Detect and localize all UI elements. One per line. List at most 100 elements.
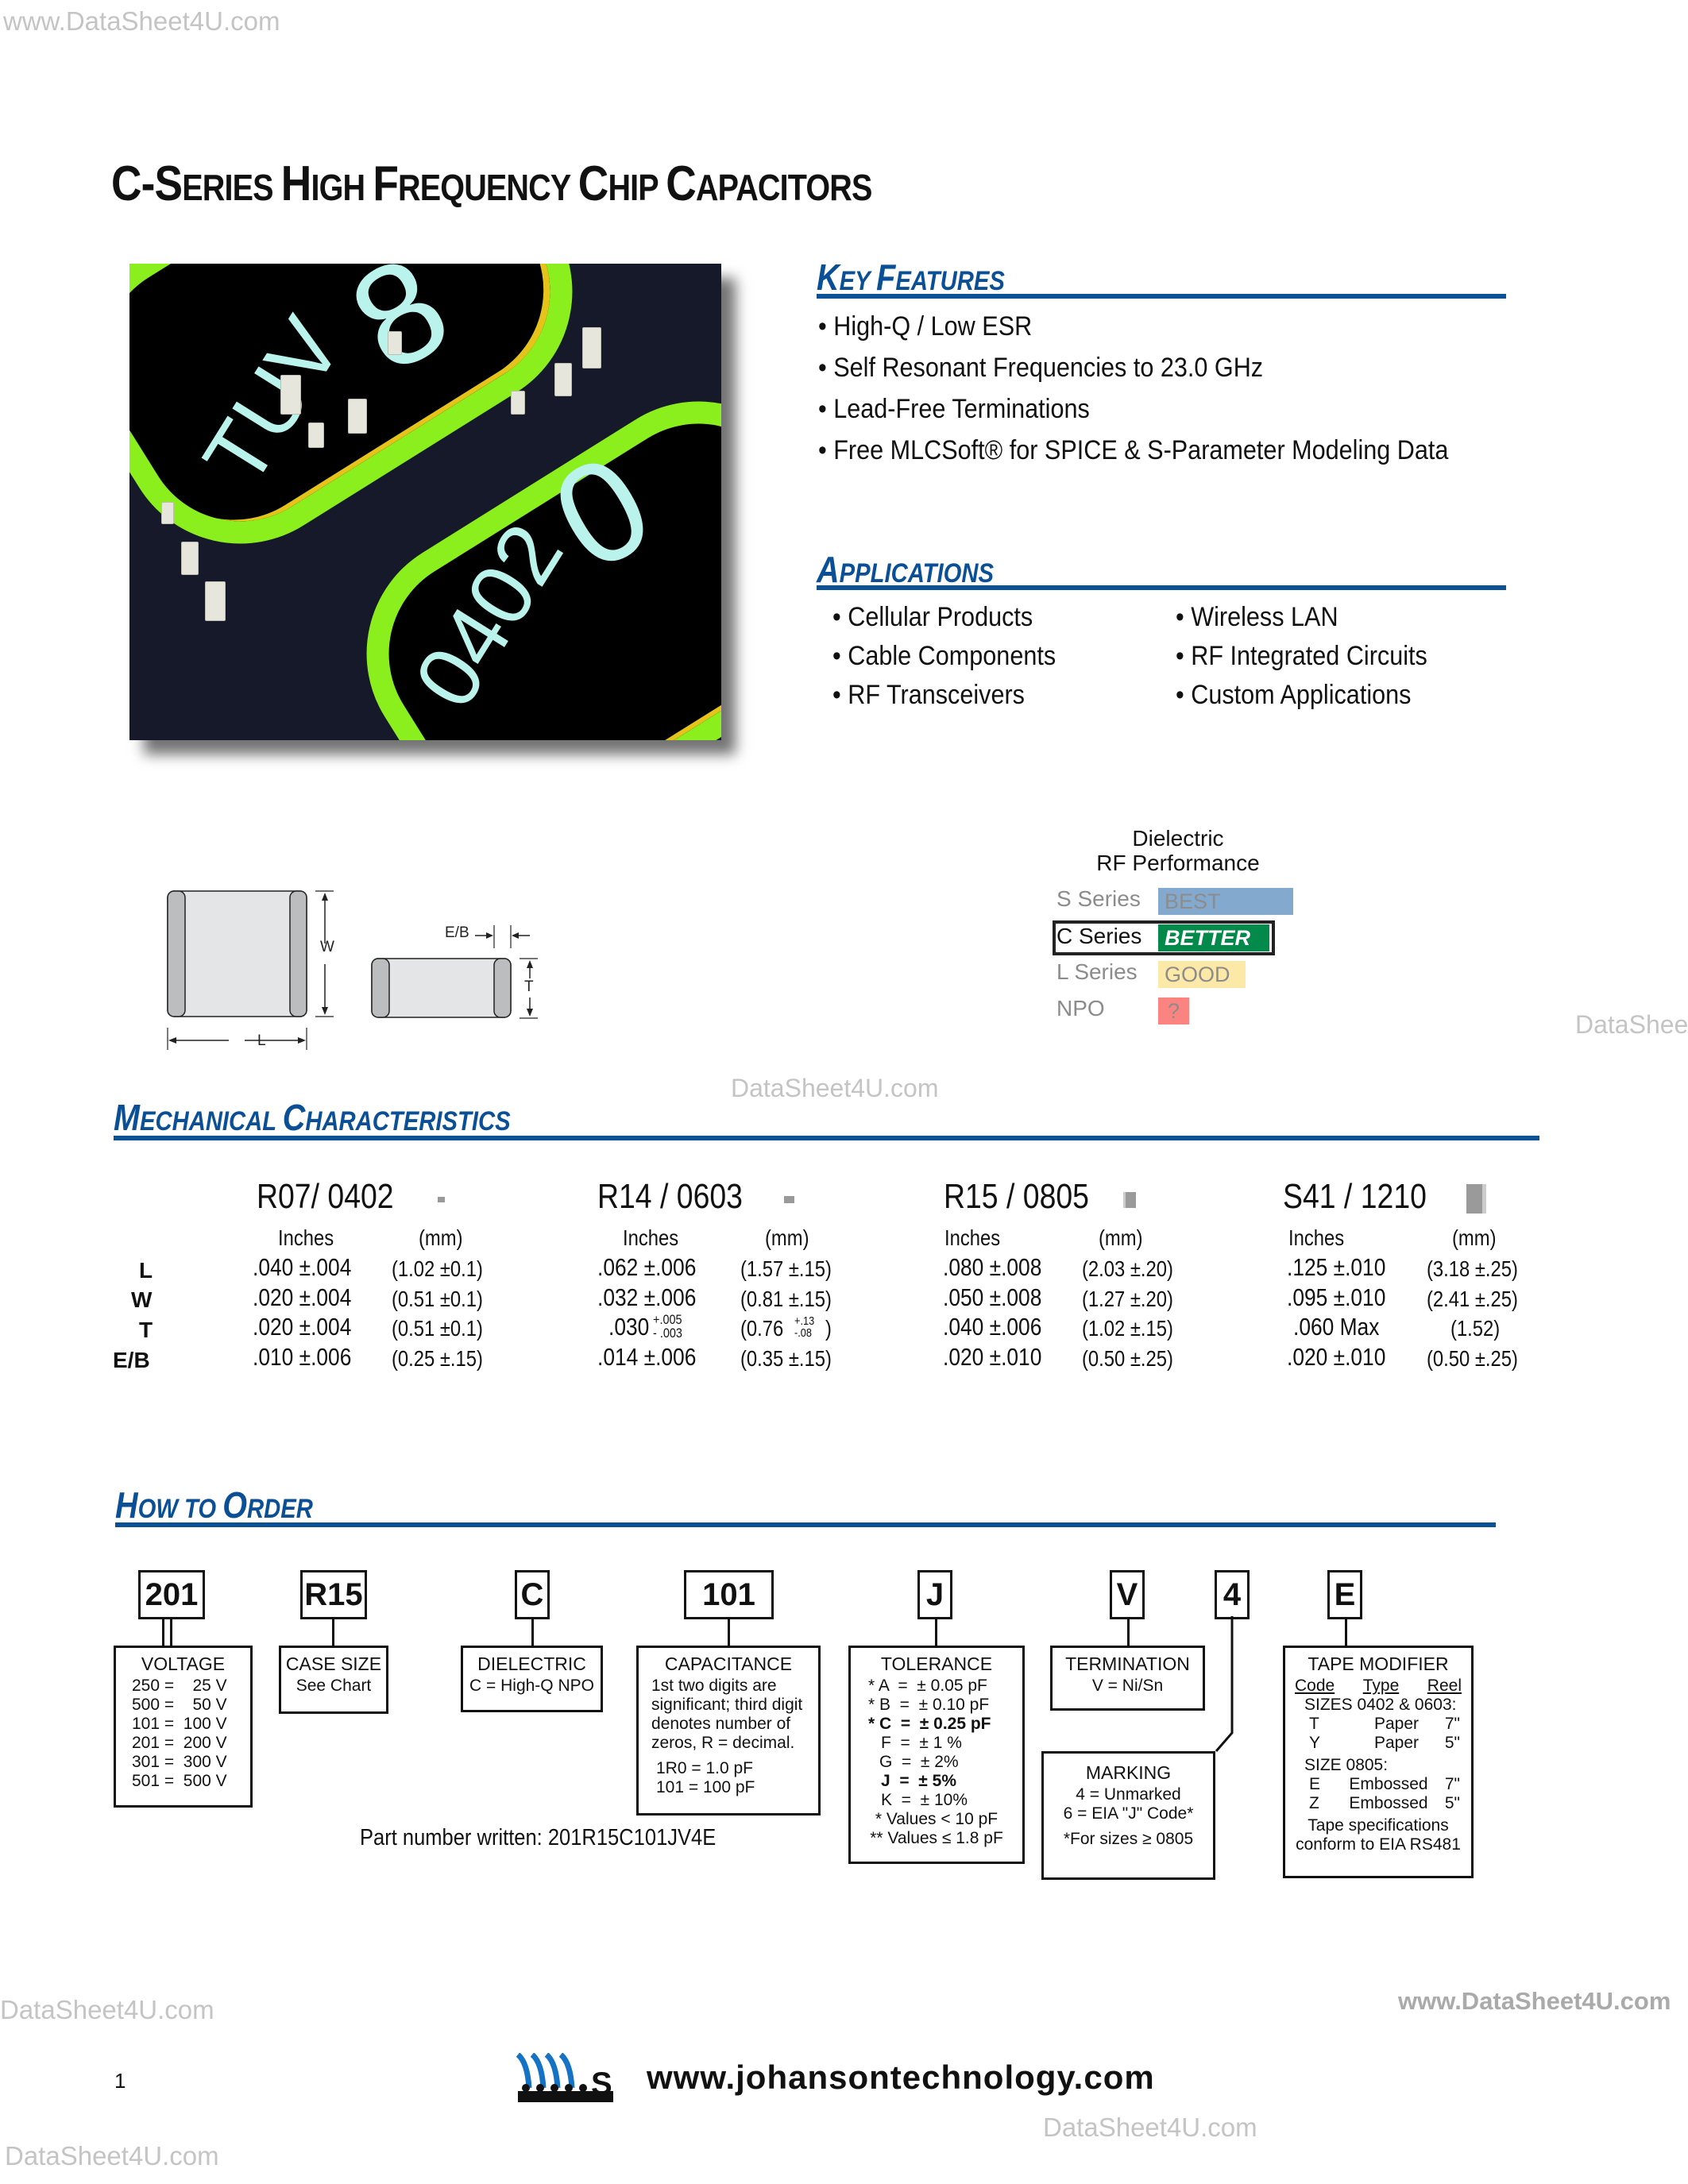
watermark-bottom-right: www.DataSheet4U.com (1398, 1987, 1671, 2015)
unit-mm: (mm) (765, 1225, 809, 1250)
case-size-title: CASE SIZE (285, 1653, 382, 1674)
unit-inches: Inches (278, 1225, 334, 1250)
unit-mm: (mm) (1099, 1225, 1143, 1250)
dim-value-mm: (0.81 ±.15) (740, 1287, 832, 1311)
dim-value: .014 ±.006 (597, 1343, 697, 1371)
dim-tol-plus: +.13 (794, 1314, 815, 1328)
dim-value: .040 ±.006 (943, 1313, 1042, 1341)
dim-value: .020 ±.010 (943, 1343, 1042, 1371)
how-to-order-heading: HOW TO ORDER (115, 1484, 313, 1526)
johanson-logo-icon: S (516, 2053, 613, 2102)
watermark-bottom-left: DataSheet4U.com (0, 1995, 214, 2024)
photo-chip (161, 502, 174, 524)
application-item: • Wireless LAN (1176, 602, 1338, 632)
tolerance-line: J = ± 5% (881, 1772, 956, 1790)
voltage-line: 250 = 25 V (132, 1677, 227, 1695)
marking-box: MARKING 4 = Unmarked 6 = EIA "J" Code* *… (1041, 1751, 1215, 1880)
tolerance-line: * C = ± 0.25 pF (868, 1715, 991, 1733)
capacitance-example: 1R0 = 1.0 pF (656, 1759, 753, 1777)
code-case-size: R15 (300, 1570, 367, 1619)
photo-chip (511, 391, 525, 415)
dielectric-title: DIELECTRIC (477, 1653, 586, 1674)
tape-reel: 5" (1444, 1794, 1460, 1812)
application-item: • RF Transceivers (832, 680, 1025, 710)
tolerance-title: TOLERANCE (880, 1653, 993, 1674)
capacitance-example: 101 = 100 pF (656, 1778, 755, 1796)
case-size-0402-heading: R07/ 0402 (257, 1177, 394, 1216)
dim-value: .062 ±.006 (597, 1253, 697, 1281)
dim-value-mm: (1.52) (1450, 1316, 1501, 1341)
marking-connector-line (1215, 1616, 1234, 1752)
photo-chip (388, 331, 402, 355)
c-series-highlight (1053, 920, 1275, 955)
dim-value-mm: (1.02 ±0.1) (392, 1256, 483, 1281)
tape-code: Y (1309, 1734, 1321, 1752)
connector-line (170, 1618, 172, 1646)
dim-value: .010 ±.006 (253, 1343, 352, 1371)
tolerance-box: TOLERANCE * A = ± 0.05 pF * B = ± 0.10 p… (848, 1646, 1025, 1864)
capacitance-line: 1st two digits are (651, 1677, 777, 1695)
diagram-label-eb: E/B (445, 924, 469, 941)
marking-line: 6 = EIA "J" Code* (1063, 1804, 1194, 1823)
dim-value: .032 ±.006 (597, 1283, 697, 1311)
photo-chip (280, 375, 301, 415)
tape-type: Embossed (1349, 1775, 1428, 1793)
marking-line: 4 = Unmarked (1076, 1785, 1181, 1804)
row-label-w: W (131, 1287, 153, 1312)
watermark-mid-center: DataSheet4U.com (731, 1074, 939, 1102)
series-label-npo: NPO (1056, 996, 1105, 1021)
tape-code: T (1309, 1715, 1319, 1733)
connector-line (935, 1618, 937, 1646)
tape-code: Z (1309, 1794, 1319, 1812)
company-website-link[interactable]: www.johansontechnology.com (647, 2059, 1155, 2096)
feature-item: • Self Resonant Frequencies to 23.0 GHz (818, 353, 1264, 383)
dim-value-mm: (0.50 ±.25) (1427, 1346, 1518, 1371)
dim-close: ) (825, 1316, 832, 1341)
tape-type: Paper (1373, 1734, 1420, 1752)
dim-value: .030 (608, 1313, 650, 1341)
tape-reel: 7" (1444, 1775, 1460, 1793)
code-dielectric: C (515, 1570, 550, 1619)
chip-size-icon (784, 1196, 794, 1203)
tape-modifier-box: TAPE MODIFIER Code Type Reel SIZES 0402 … (1283, 1646, 1474, 1878)
code-voltage: 201 (138, 1570, 205, 1619)
dim-tol-minus: - .003 (653, 1325, 682, 1341)
dim-tol-minus: -.08 (794, 1326, 812, 1340)
diagram-label-w: W (320, 939, 334, 955)
dielectric-text: C = High-Q NPO (469, 1677, 594, 1695)
connector-line (332, 1618, 334, 1646)
code-termination: V (1110, 1570, 1145, 1619)
dim-value: .095 ±.010 (1287, 1283, 1386, 1311)
tape-group-label: SIZES 0402 & 0603: (1304, 1696, 1457, 1714)
termination-title: TERMINATION (1065, 1653, 1190, 1674)
tolerance-line: K = ± 10% (881, 1791, 968, 1809)
connector-line (531, 1618, 534, 1646)
code-capacitance: 101 (684, 1570, 774, 1619)
dim-value-mm: (1.27 ±.20) (1082, 1287, 1173, 1311)
marking-note: *For sizes ≥ 0805 (1063, 1830, 1194, 1848)
case-size-0603-heading: R14 / 0603 (597, 1177, 743, 1216)
unit-inches: Inches (944, 1225, 1001, 1250)
dim-value: .125 ±.010 (1287, 1253, 1386, 1281)
application-item: • Cable Components (832, 641, 1056, 671)
application-item: • Custom Applications (1176, 680, 1412, 710)
marking-title: MARKING (1085, 1762, 1172, 1783)
case-size-1210-heading: S41 / 1210 (1283, 1177, 1427, 1216)
capacitance-title: CAPACITANCE (664, 1653, 793, 1674)
unit-mm: (mm) (1452, 1225, 1497, 1250)
tape-note: conform to EIA RS481 (1296, 1835, 1461, 1854)
application-item: • RF Integrated Circuits (1176, 641, 1427, 671)
application-item: • Cellular Products (832, 602, 1033, 632)
col-header-type: Type (1362, 1677, 1400, 1695)
unit-mm: (mm) (419, 1225, 463, 1250)
tolerance-line: * A = ± 0.05 pF (868, 1677, 987, 1695)
tape-note: Tape specifications (1308, 1816, 1449, 1835)
capacitance-line: significant; third digit (651, 1696, 803, 1714)
watermark-top-left: www.DataSheet4U.com (3, 6, 280, 36)
series-label-l: L Series (1056, 959, 1138, 984)
chip-size-icon (1466, 1184, 1486, 1214)
capacitance-box: CAPACITANCE 1st two digits are significa… (636, 1646, 821, 1815)
mechanical-heading: MECHANICAL CHARACTERISTICS (114, 1097, 511, 1138)
dim-value-mm: (2.41 ±.25) (1427, 1287, 1518, 1311)
chip-dimension-diagram (167, 890, 538, 1050)
